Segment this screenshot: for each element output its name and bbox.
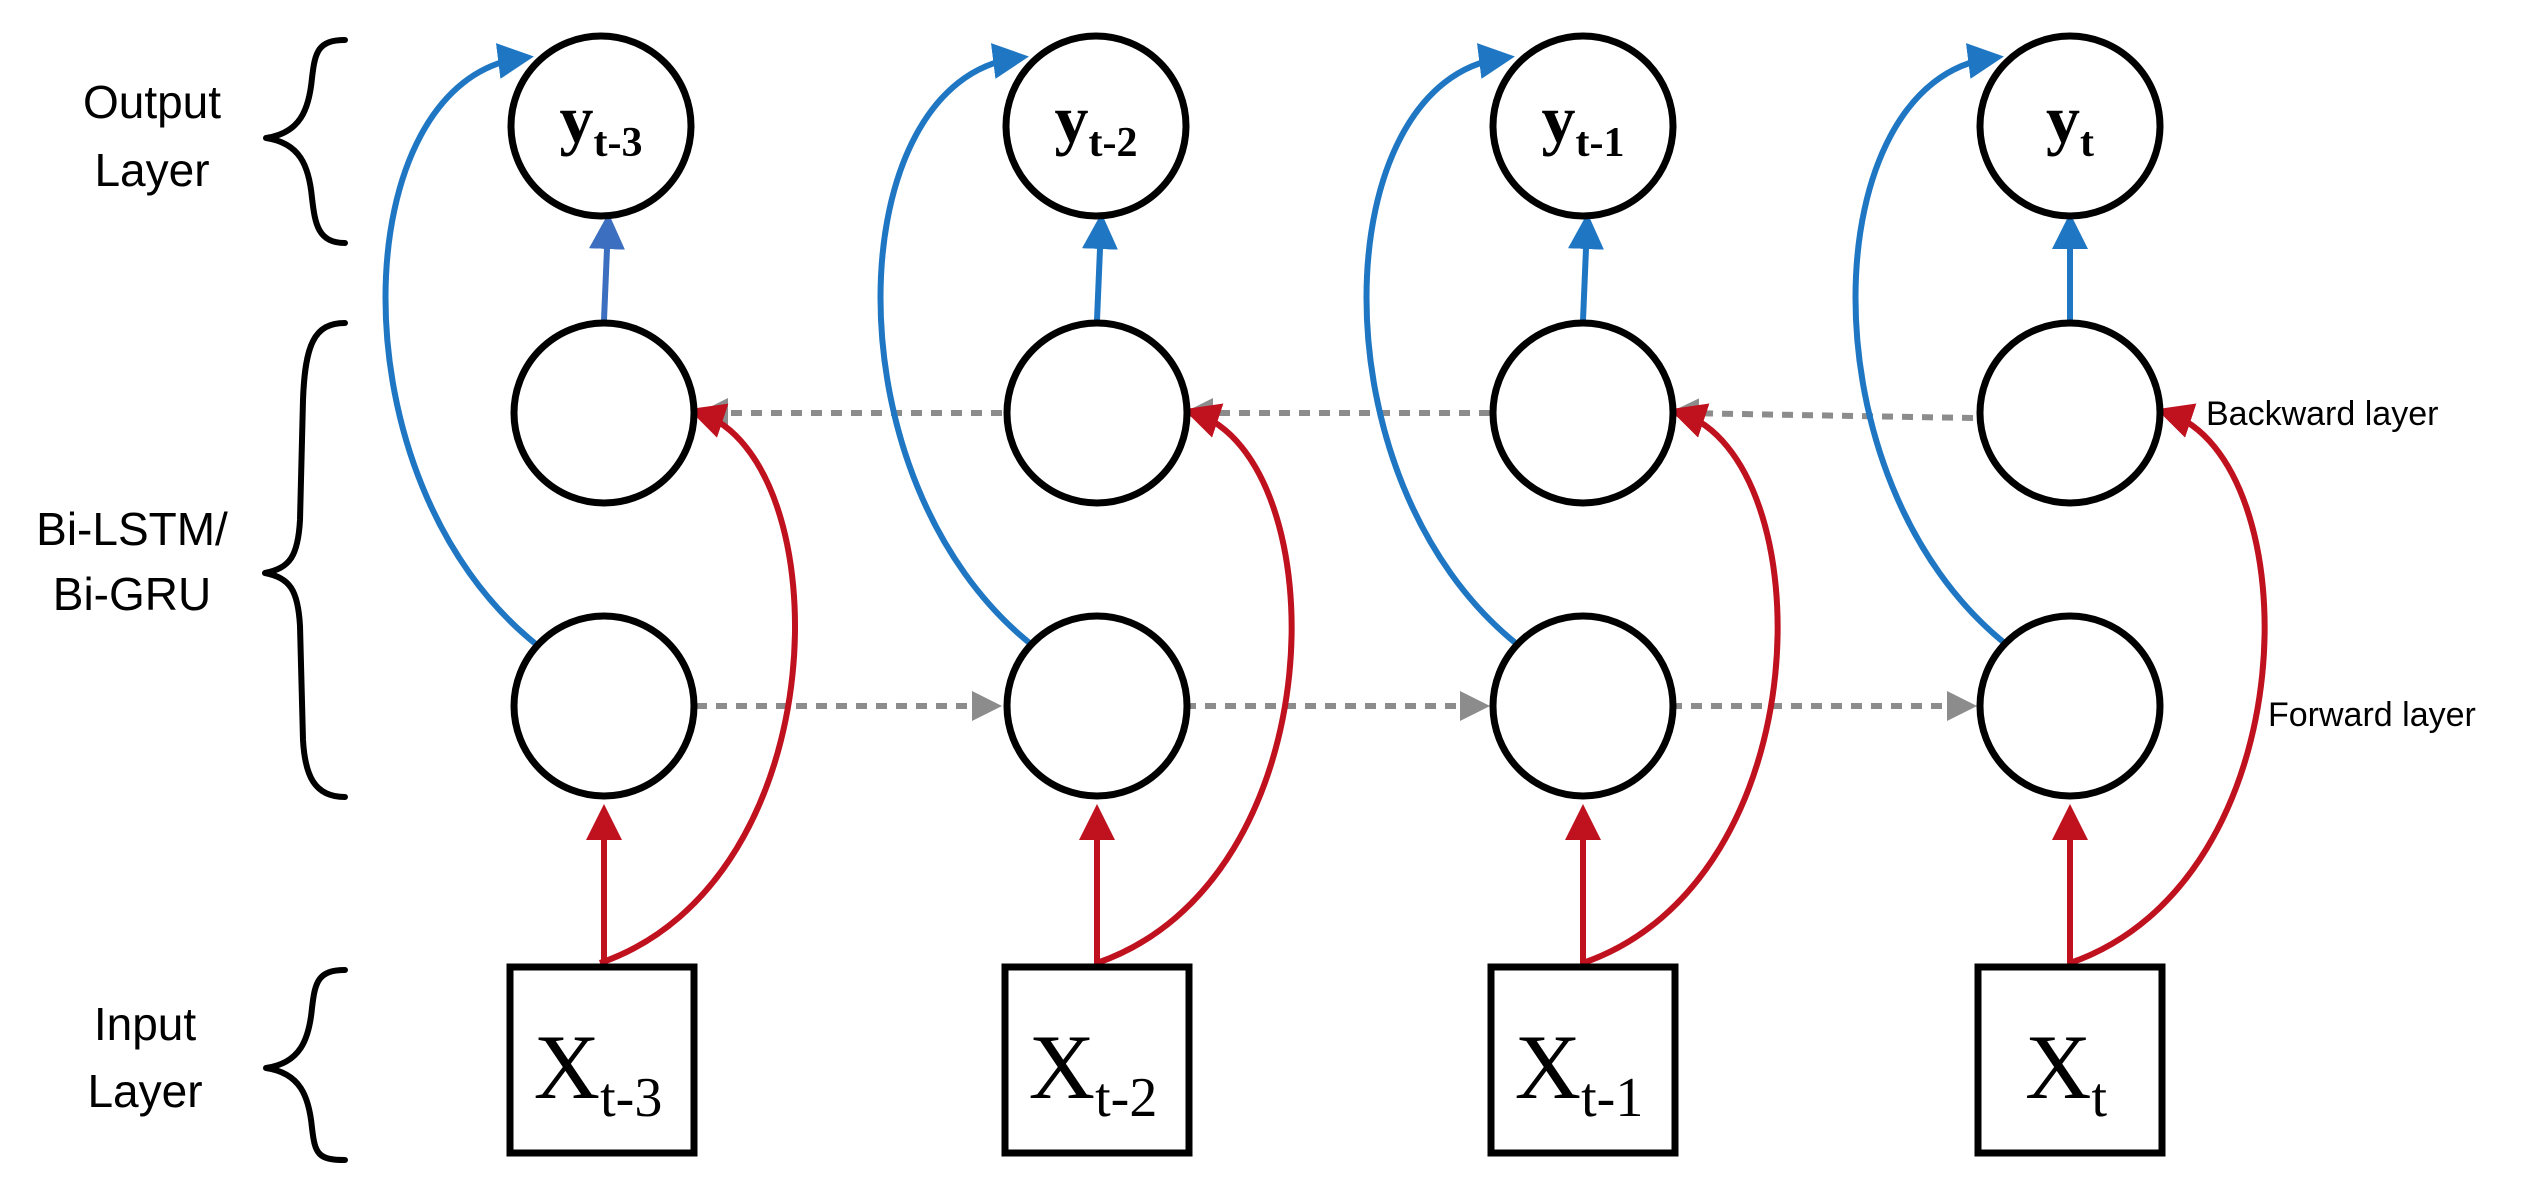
svg-text:Xt-1: Xt-1 (1515, 1016, 1644, 1129)
input-to-forward-arrows (586, 804, 2088, 965)
forward-node (1976, 612, 2164, 800)
input-node: Xt (1974, 963, 2166, 1157)
backward-connections (698, 398, 1974, 429)
forward-to-output-curves (382, 43, 2009, 648)
output-arrow-1 (589, 213, 625, 321)
output-node-subscript: t (2080, 120, 2094, 166)
output-node-name: y (560, 81, 594, 157)
svg-text:Xt-3: Xt-3 (534, 1016, 663, 1129)
forward-to-output-curve-1 (382, 43, 539, 648)
input-node: Xt-3 (506, 963, 698, 1157)
backward-node (510, 319, 698, 507)
output-arrow-2 (1082, 213, 1118, 321)
input-to-backward-curve-4 (2069, 403, 2268, 966)
output-layer-brace (263, 37, 348, 246)
input-to-backward-curve-2 (1096, 403, 1295, 966)
forward-node (1489, 612, 1677, 800)
hidden-layer-label-line1: Bi-LSTM/ (36, 503, 228, 555)
output-node-subscript: t-2 (1089, 120, 1138, 166)
svg-text:Xt-2: Xt-2 (1029, 1016, 1158, 1129)
output-layer-label-line2: Layer (94, 144, 209, 196)
hidden-layer-label-line2: Bi-GRU (53, 568, 211, 620)
input-node-name: X (1515, 1016, 1581, 1118)
input-node: Xt-2 (1001, 963, 1193, 1157)
backward-node (1489, 319, 1677, 507)
input-to-backward-curve-1 (599, 403, 798, 966)
svg-text:yt: yt (2046, 81, 2094, 166)
output-node-name: y (1542, 81, 1576, 157)
input-layer-label: Input Layer (87, 998, 202, 1117)
forward-nodes (510, 612, 2164, 800)
input-layer-label-line1: Input (94, 998, 197, 1050)
svg-text:yt-3: yt-3 (560, 81, 643, 166)
svg-text:yt-2: yt-2 (1055, 81, 1138, 166)
input-node-name: X (534, 1016, 600, 1118)
input-layer-brace (263, 967, 348, 1163)
input-node: Xt-1 (1487, 963, 1679, 1157)
output-layer-label-line1: Output (83, 76, 221, 128)
hidden-layer-label: Bi-LSTM/ Bi-GRU (36, 503, 228, 620)
forward-layer-label: Forward layer (2268, 696, 2476, 734)
forward-node (1003, 612, 1191, 800)
backward-node (1003, 319, 1191, 507)
backward-node (1976, 319, 2164, 507)
hidden-to-output-arrows (589, 213, 2088, 321)
output-arrow-3 (1568, 213, 1604, 321)
output-layer-label: Output Layer (83, 76, 221, 196)
hidden-layer-brace (262, 320, 348, 800)
input-to-backward-curve-3 (1582, 403, 1781, 966)
output-node-name: y (2046, 81, 2080, 157)
output-node-subscript: t-1 (1576, 120, 1625, 166)
input-node-subscript: t-3 (600, 1067, 662, 1129)
input-node-name: X (2025, 1016, 2091, 1118)
output-node-name: y (1055, 81, 1089, 157)
backward-nodes (510, 319, 2164, 507)
input-node-subscript: t-1 (1581, 1067, 1643, 1129)
svg-text:Xt: Xt (2025, 1016, 2107, 1129)
output-node: yt (1976, 32, 2164, 220)
input-node-name: X (1029, 1016, 1095, 1118)
input-to-backward-curves (599, 403, 2268, 966)
forward-to-output-curve-2 (877, 43, 1034, 648)
output-node: yt-1 (1489, 32, 1677, 220)
forward-to-output-curve-3 (1363, 43, 1520, 648)
backward-layer-label: Backward layer (2206, 395, 2438, 433)
input-nodes: Xt-3 Xt-2 Xt-1 Xt (506, 963, 2166, 1157)
input-node-subscript: t-2 (1095, 1067, 1157, 1129)
output-node-subscript: t-3 (594, 120, 643, 166)
svg-text:yt-1: yt-1 (1542, 81, 1625, 166)
forward-to-output-curve-4 (1852, 43, 2009, 648)
forward-node (510, 612, 698, 800)
output-node: yt-2 (1002, 32, 1190, 220)
backward-arrow-3 (1669, 398, 1974, 429)
input-node-subscript: t (2091, 1067, 2107, 1129)
input-layer-label-line2: Layer (87, 1065, 202, 1117)
output-node: yt-3 (507, 32, 695, 220)
output-nodes: yt-3 yt-2 yt-1 yt (507, 32, 2164, 220)
